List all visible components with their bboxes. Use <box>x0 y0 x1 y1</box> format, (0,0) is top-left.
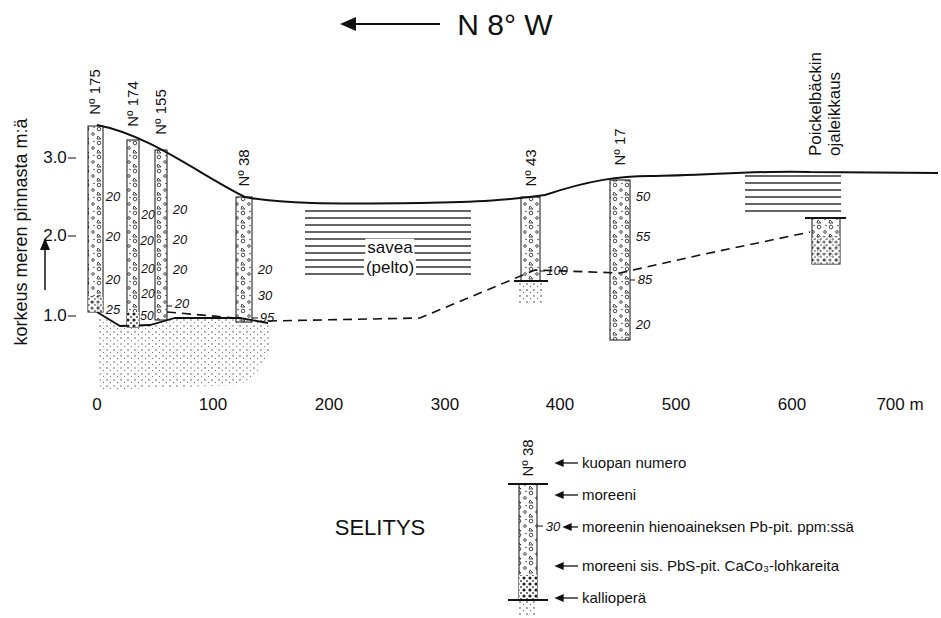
pb-value: 50 <box>636 190 650 204</box>
axis-tick-label: 0 <box>92 396 101 415</box>
axis-tick-label: 1.0 <box>43 307 67 326</box>
pb-value: 20 <box>173 203 187 217</box>
pb-value: 20 <box>141 288 154 301</box>
soil-label: (pelto) <box>364 259 416 278</box>
pb-value: 100 <box>546 264 568 278</box>
pb-value: 85 <box>638 273 652 287</box>
axis-tick-label: 700 m <box>876 396 923 415</box>
site-label: Poickelbäckin ojaleikkaus <box>807 36 844 156</box>
pb-value: 20 <box>258 263 272 277</box>
axis-tick-label: 200 <box>315 396 343 415</box>
axis-tick-label: 500 <box>662 396 690 415</box>
pb-value: 20 <box>141 263 154 276</box>
pb-value: 20 <box>141 209 154 222</box>
pb-value: 20 <box>173 263 187 277</box>
pb-value: 30 <box>258 289 272 303</box>
axis-tick-label: 3.0 <box>43 149 67 168</box>
pb-value: 95 <box>260 311 274 325</box>
pb-value: 20 <box>173 233 187 247</box>
legend-heading: SELITYS <box>335 516 425 540</box>
axis-tick-label: 100 <box>199 396 227 415</box>
pb-value: 20 <box>106 190 120 204</box>
pit-number: Nº 175 <box>87 69 104 115</box>
pit-number: Nº 17 <box>612 128 629 165</box>
legend-text: kuopan numero <box>582 455 686 472</box>
legend-text: moreenin hienoaineksen Pb-pit. ppm:ssä <box>582 519 854 536</box>
soil-label: savea <box>365 239 414 258</box>
axis-tick-label: 400 <box>546 396 574 415</box>
axis-title: korkeus meren pinnasta m:ä <box>12 118 32 345</box>
pit-number: Nº 43 <box>523 149 540 186</box>
pb-value: 20 <box>106 273 120 287</box>
axis-tick-label: 600 <box>778 396 806 415</box>
pb-value: 20 <box>175 297 189 311</box>
pit-number: Nº 38 <box>520 439 537 476</box>
pb-value: 20 <box>140 235 153 248</box>
legend-text: moreeni sis. PbS-pit. CaCo₃-lohkareita <box>582 558 839 575</box>
legend-text: moreeni <box>582 487 636 504</box>
legend-text: kallioperä <box>582 590 646 607</box>
pb-value: 30 <box>546 520 560 534</box>
pb-value: 50 <box>140 310 153 323</box>
pb-value: 20 <box>636 318 650 332</box>
pit-number: Nº 155 <box>153 89 170 135</box>
axis-tick-label: 2.0 <box>43 227 67 246</box>
pit-number: Nº 174 <box>125 81 142 127</box>
pb-value: 25 <box>106 303 120 317</box>
pb-value: 20 <box>106 230 120 244</box>
direction-label: N 8° W <box>457 8 552 41</box>
pb-value: 55 <box>636 230 650 244</box>
axis-tick-label: 300 <box>431 396 459 415</box>
pit-number: Nº 38 <box>236 149 253 186</box>
